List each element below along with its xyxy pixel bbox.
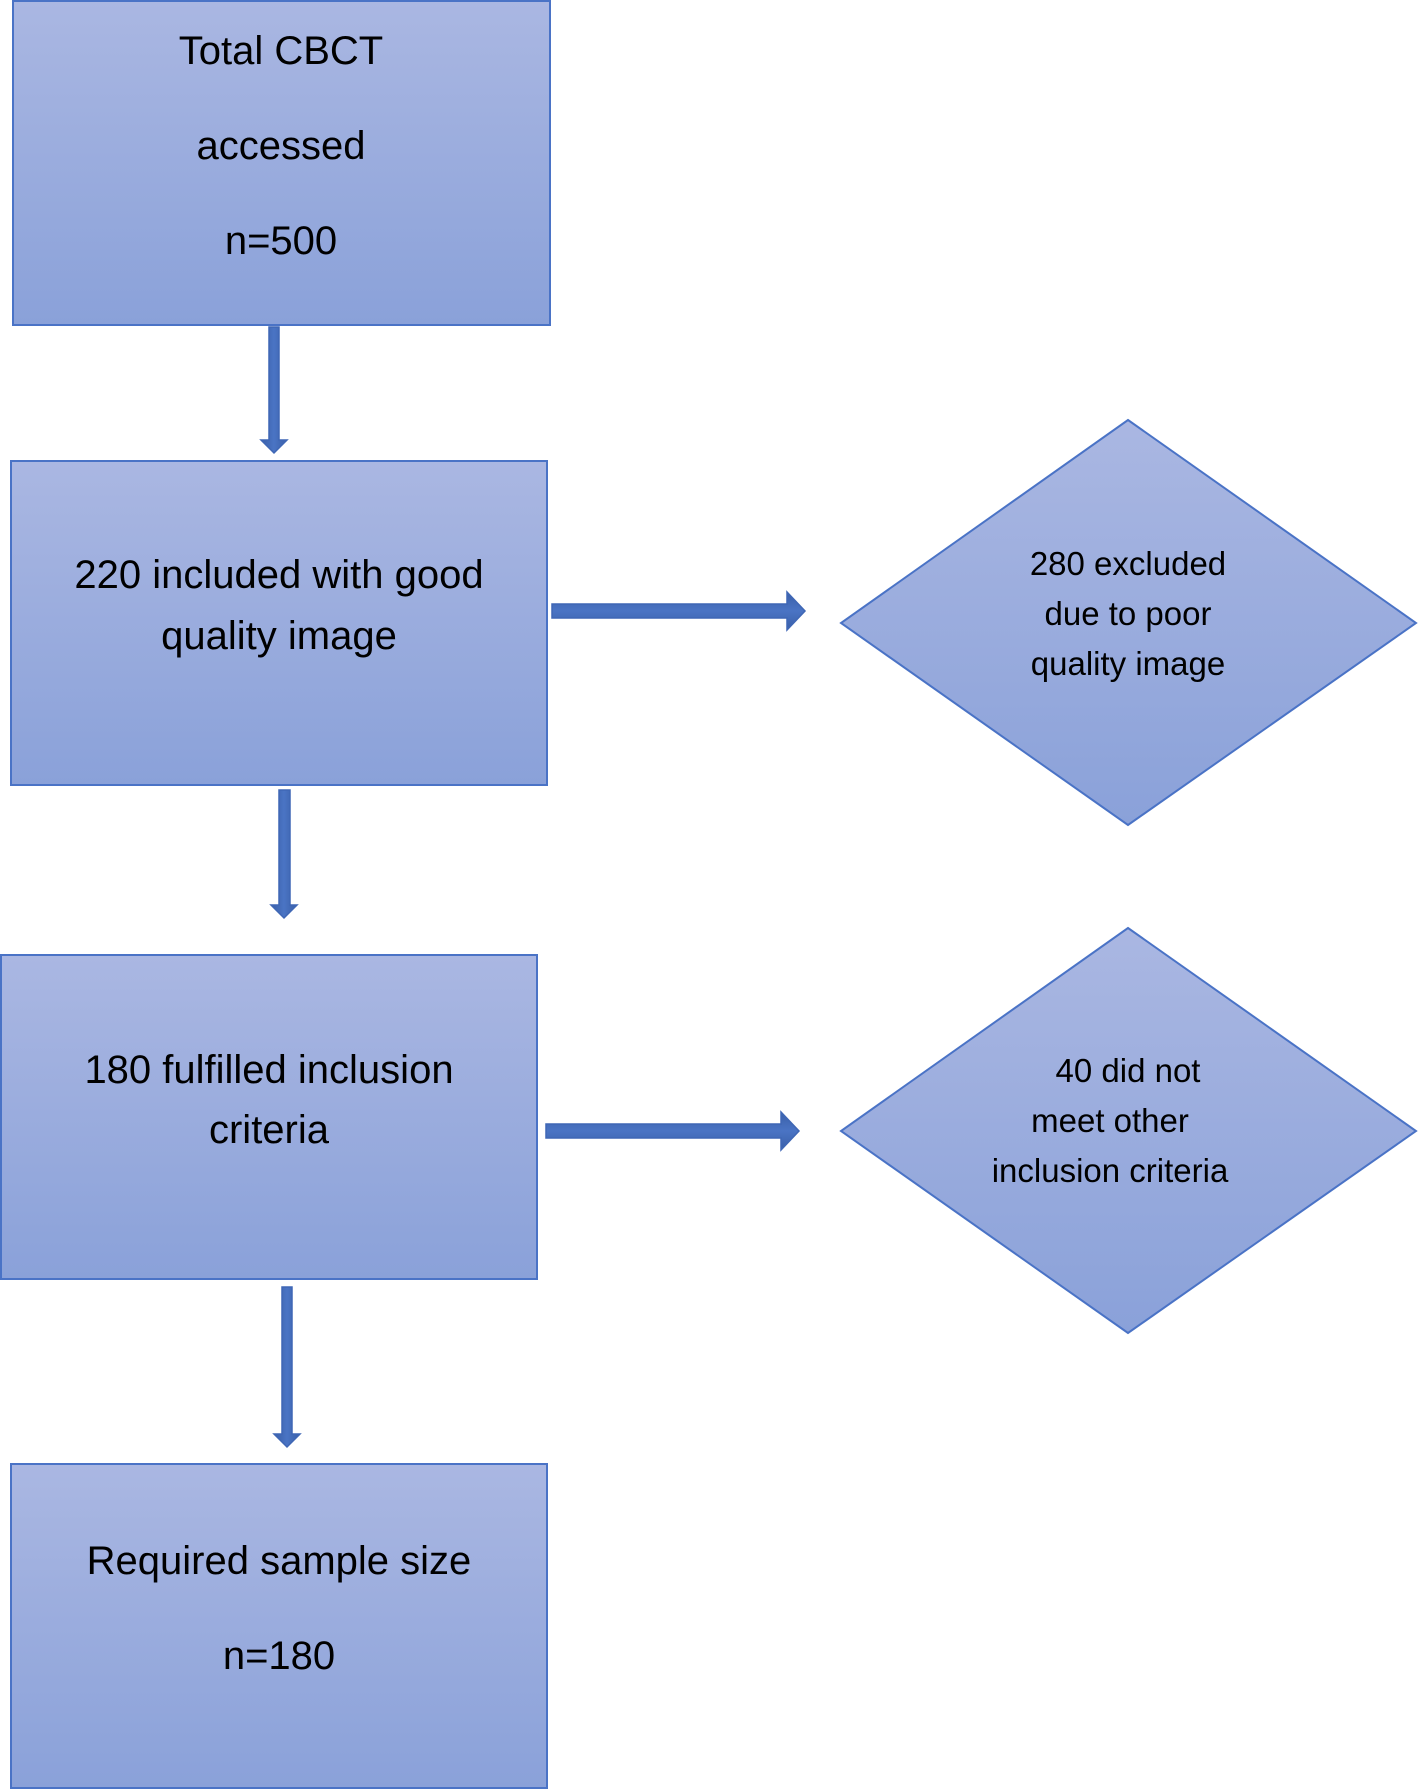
diamond-excluded-line-1: 280 excluded	[1030, 545, 1226, 582]
box-fulfilled-line-1: 180 fulfilled inclusion	[84, 1048, 453, 1092]
arrow-down-3	[272, 1286, 302, 1449]
diamond-not-met-line-3: inclusion criteria	[992, 1152, 1229, 1189]
arrow-right-1	[551, 590, 807, 632]
box-fulfilled: 180 fulfilled inclusion criteria	[0, 954, 538, 1280]
box-included: 220 included with good quality image	[10, 460, 548, 786]
box-included-line-1: 220 included with good	[74, 553, 483, 597]
box-fulfilled-line-2: criteria	[209, 1108, 330, 1152]
arrow-down-1	[259, 326, 289, 455]
arrow-right-2	[545, 1110, 801, 1152]
diamond-not-met-line-1: 40 did not	[1056, 1052, 1201, 1089]
diamond-excluded-line-2: due to poor	[1045, 595, 1212, 632]
box-total-line-3: n=500	[225, 219, 337, 263]
diamond-not-met: 40 did not meet other inclusion criteria	[839, 926, 1418, 1335]
arrow-down-2	[269, 789, 299, 920]
box-total-cbct: Total CBCT accessed n=500	[12, 0, 551, 326]
box-sample-line-2: n=180	[223, 1634, 335, 1678]
diamond-excluded-line-3: quality image	[1031, 645, 1225, 682]
box-total-line-1: Total CBCT	[179, 29, 384, 73]
box-sample-line-1: Required sample size	[87, 1539, 472, 1583]
diamond-not-met-line-2: meet other	[1031, 1102, 1189, 1139]
diamond-excluded: 280 excluded due to poor quality image	[839, 418, 1418, 827]
box-included-line-2: quality image	[161, 614, 397, 658]
box-total-line-2: accessed	[197, 124, 366, 168]
box-sample-size: Required sample size n=180	[10, 1463, 548, 1789]
